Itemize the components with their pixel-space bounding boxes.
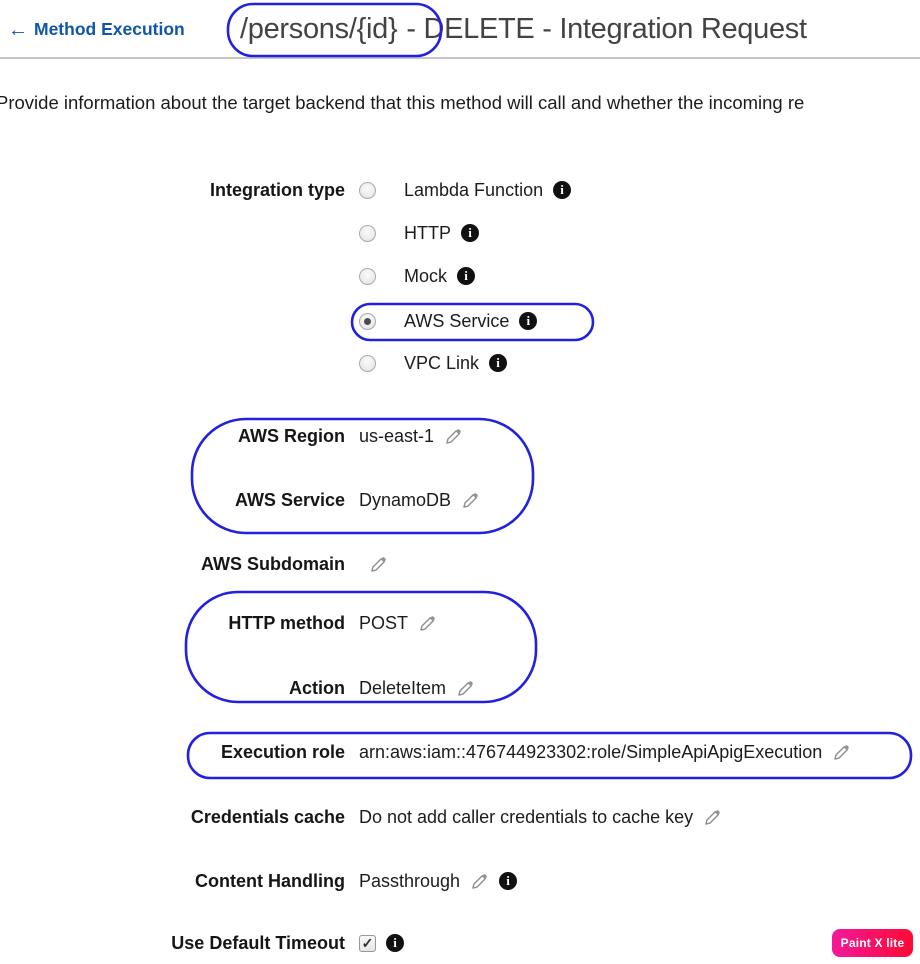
radio-mock[interactable] <box>359 267 376 285</box>
integration-type-row-http: HTTP i <box>0 220 479 246</box>
execution-role-row: Execution role arn:aws:iam::476744923302… <box>0 739 851 765</box>
aws-service-value: DynamoDB <box>359 489 452 510</box>
info-icon[interactable]: i <box>489 354 508 372</box>
use-default-timeout-checkbox[interactable]: ✓ <box>359 934 376 952</box>
content-handling-row: Content Handling Passthrough i <box>0 868 518 894</box>
back-link-label: Method Execution <box>34 19 185 39</box>
edit-pencil-icon[interactable] <box>444 427 463 446</box>
header-divider <box>0 57 920 59</box>
radio-vpc-link[interactable] <box>359 354 376 372</box>
page-description: Provide information about the target bac… <box>0 92 805 113</box>
info-icon[interactable]: i <box>499 872 518 890</box>
page-title: /persons/{id}- DELETE - Integration Requ… <box>240 13 807 46</box>
aws-region-value: us-east-1 <box>359 425 435 446</box>
back-to-method-execution-link[interactable]: ← Method Execution <box>8 19 185 40</box>
radio-label-http: HTTP <box>404 222 451 243</box>
integration-type-row-mock: Mock i <box>0 263 476 289</box>
radio-label-mock: Mock <box>404 265 448 286</box>
content-handling-label: Content Handling <box>195 870 345 891</box>
content-handling-value: Passthrough <box>359 870 461 891</box>
radio-label-aws-service: AWS Service <box>404 310 510 331</box>
use-default-timeout-row: Use Default Timeout ✓ i <box>0 930 404 956</box>
use-default-timeout-label: Use Default Timeout <box>171 932 345 953</box>
http-method-label: HTTP method <box>228 612 345 633</box>
aws-subdomain-label: AWS Subdomain <box>201 553 345 574</box>
edit-pencil-icon[interactable] <box>832 743 851 762</box>
credentials-cache-value: Do not add caller credentials to cache k… <box>359 806 694 827</box>
aws-subdomain-row: AWS Subdomain <box>0 551 388 577</box>
radio-aws-service[interactable] <box>359 312 376 330</box>
edit-pencil-icon[interactable] <box>703 808 722 827</box>
edit-pencil-icon[interactable] <box>470 872 489 891</box>
edit-pencil-icon[interactable] <box>461 491 480 510</box>
aws-region-row: AWS Region us-east-1 <box>0 423 463 449</box>
info-icon[interactable]: i <box>519 312 538 330</box>
http-method-row: HTTP method POST <box>0 610 437 636</box>
aws-service-label: AWS Service <box>234 489 345 510</box>
credentials-cache-label: Credentials cache <box>190 806 345 827</box>
execution-role-label: Execution role <box>220 741 345 762</box>
credentials-cache-row: Credentials cache Do not add caller cred… <box>0 804 722 830</box>
resource-path: /persons/{id} <box>240 13 398 45</box>
radio-http[interactable] <box>359 224 376 242</box>
integration-type-row-vpc-link: VPC Link i <box>0 350 508 376</box>
edit-pencil-icon[interactable] <box>369 555 388 574</box>
info-icon[interactable]: i <box>457 267 476 285</box>
integration-type-label: Integration type <box>209 179 345 200</box>
paint-x-lite-watermark: Paint X lite <box>832 929 913 957</box>
integration-type-row-lambda: Integration type Lambda Function i <box>0 177 572 203</box>
aws-region-label: AWS Region <box>238 425 345 446</box>
http-method-value: POST <box>359 612 409 633</box>
radio-label-vpc-link: VPC Link <box>404 352 480 373</box>
integration-type-row-aws-service: AWS Service i <box>0 308 538 334</box>
info-icon[interactable]: i <box>553 181 572 199</box>
action-row: Action DeleteItem <box>0 675 475 701</box>
back-arrow-icon: ← <box>8 18 28 41</box>
action-label: Action <box>289 677 345 698</box>
watermark-label: Paint X lite <box>840 936 905 950</box>
edit-pencil-icon[interactable] <box>456 679 475 698</box>
aws-service-row: AWS Service DynamoDB <box>0 487 480 513</box>
execution-role-value: arn:aws:iam::476744923302:role/SimpleApi… <box>359 741 823 762</box>
info-icon[interactable]: i <box>386 934 404 952</box>
page-title-rest: - DELETE - Integration Request <box>406 13 807 45</box>
radio-label-lambda-function: Lambda Function <box>404 179 544 200</box>
info-icon[interactable]: i <box>461 224 479 242</box>
edit-pencil-icon[interactable] <box>418 614 437 633</box>
action-value: DeleteItem <box>359 677 447 698</box>
radio-lambda-function[interactable] <box>359 181 376 199</box>
